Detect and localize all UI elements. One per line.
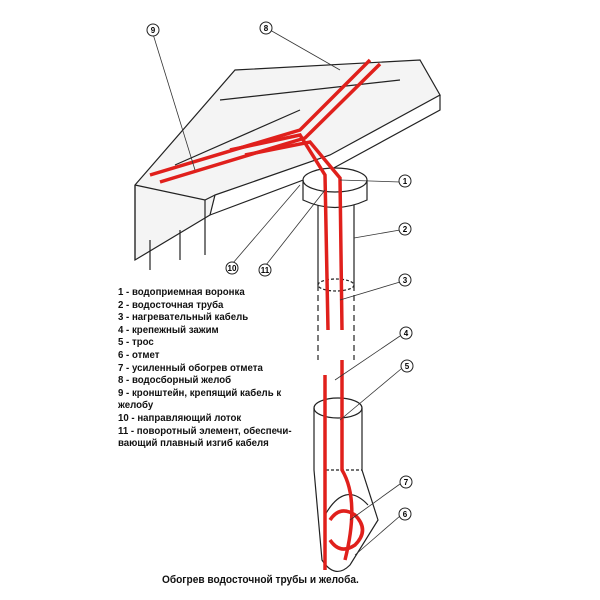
svg-text:8: 8 [264,24,269,33]
callout-7: 7 [399,475,413,489]
gutter-structure [134,59,441,572]
svg-text:6: 6 [403,510,408,519]
callout-markers: 9 8 1 2 3 4 5 7 6 10 11 [146,21,414,521]
callout-2: 2 [398,222,412,236]
callout-11: 11 [258,263,272,277]
legend-item: 3 - нагревательный кабель [118,311,249,324]
legend-item: 9 - кронштейн, крепящий кабель к желобу [118,386,282,412]
callout-5: 5 [400,359,414,373]
svg-text:4: 4 [404,329,409,338]
svg-text:1: 1 [403,177,408,186]
legend-item: 10 - направляющий лоток [118,411,242,424]
legend-item: 1 - водоприемная воронка [118,286,245,298]
callout-10: 10 [225,261,239,275]
legend-item: 6 - отмет [118,348,160,361]
svg-text:2: 2 [403,225,408,234]
svg-text:5: 5 [405,362,410,371]
heating-cable [149,58,382,570]
svg-text:11: 11 [261,266,270,275]
legend-item: 4 - крепежный зажим [118,323,219,336]
svg-text:10: 10 [228,264,237,273]
svg-text:7: 7 [404,478,409,487]
legend-item: 11 - поворотный элемент, обеспечи-вающий… [118,424,292,450]
svg-text:3: 3 [403,276,408,285]
callout-4: 4 [399,326,413,340]
legend-item: 7 - усиленный обогрев отмета [118,361,263,374]
svg-text:9: 9 [151,26,156,35]
callout-8: 8 [259,21,273,35]
callout-1: 1 [398,174,412,188]
figure-caption: Обогрев водосточной трубы и желоба. [162,574,359,586]
legend-item: 2 - водосточная труба [118,298,224,311]
callout-9: 9 [146,23,160,37]
callout-leaders [152,29,402,556]
callout-6: 6 [398,507,412,521]
legend-item: 5 - трос [118,336,154,349]
legend: 1 - водоприемная воронка 2 - водосточная… [118,286,302,450]
callout-3: 3 [398,273,412,287]
legend-item: 8 - водосборный желоб [118,374,232,387]
